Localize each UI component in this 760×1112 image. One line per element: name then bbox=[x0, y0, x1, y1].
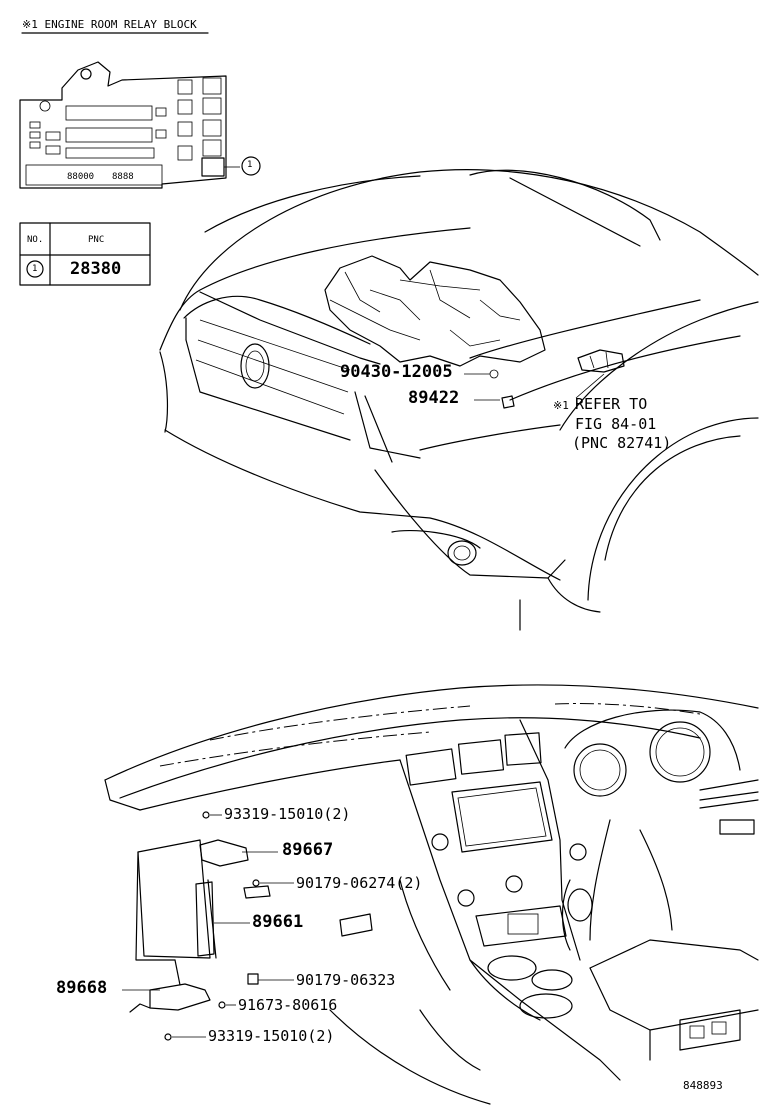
table-cell-no: 1 bbox=[32, 264, 38, 274]
part-90179-06274[interactable]: 90179-06274(2) bbox=[296, 874, 423, 892]
relay-label-b: 8888 bbox=[112, 172, 134, 182]
relay-label-a: 88000 bbox=[67, 172, 95, 182]
part-93319-15010-upper[interactable]: 93319-15010(2) bbox=[224, 805, 351, 823]
figure-id: 848893 bbox=[683, 1079, 723, 1092]
part-89661[interactable]: 89661 bbox=[252, 912, 304, 932]
part-90179-06323[interactable]: 90179-06323 bbox=[296, 971, 396, 989]
relay-block-illustration bbox=[19, 61, 240, 189]
part-89668[interactable]: 89668 bbox=[56, 978, 108, 998]
refer-line-2[interactable]: FIG 84-01 bbox=[575, 415, 657, 433]
part-93319-15010-lower[interactable]: 93319-15010(2) bbox=[208, 1027, 335, 1045]
pnc-table bbox=[19, 222, 151, 286]
refer-line-1: REFER TO bbox=[575, 395, 648, 413]
refer-line-3: (PNC 82741) bbox=[572, 434, 672, 452]
dashboard-illustration bbox=[104, 684, 759, 1105]
table-header-no: NO. bbox=[27, 235, 44, 245]
vehicle-front-illustration bbox=[159, 169, 759, 631]
callout-circle-1 bbox=[241, 156, 261, 176]
part-89667[interactable]: 89667 bbox=[282, 840, 334, 860]
part-91673-80616[interactable]: 91673-80616 bbox=[238, 996, 338, 1014]
refer-marker: ※1 bbox=[553, 399, 569, 412]
relay-block-note: ※1 ENGINE ROOM RELAY BLOCK bbox=[22, 18, 197, 31]
callout-number: 1 bbox=[247, 160, 253, 170]
part-89422[interactable]: 89422 bbox=[408, 388, 460, 408]
part-90430-12005[interactable]: 90430-12005 bbox=[340, 362, 453, 382]
table-header-pnc: PNC bbox=[88, 235, 105, 245]
table-cell-pnc: 28380 bbox=[70, 259, 122, 279]
